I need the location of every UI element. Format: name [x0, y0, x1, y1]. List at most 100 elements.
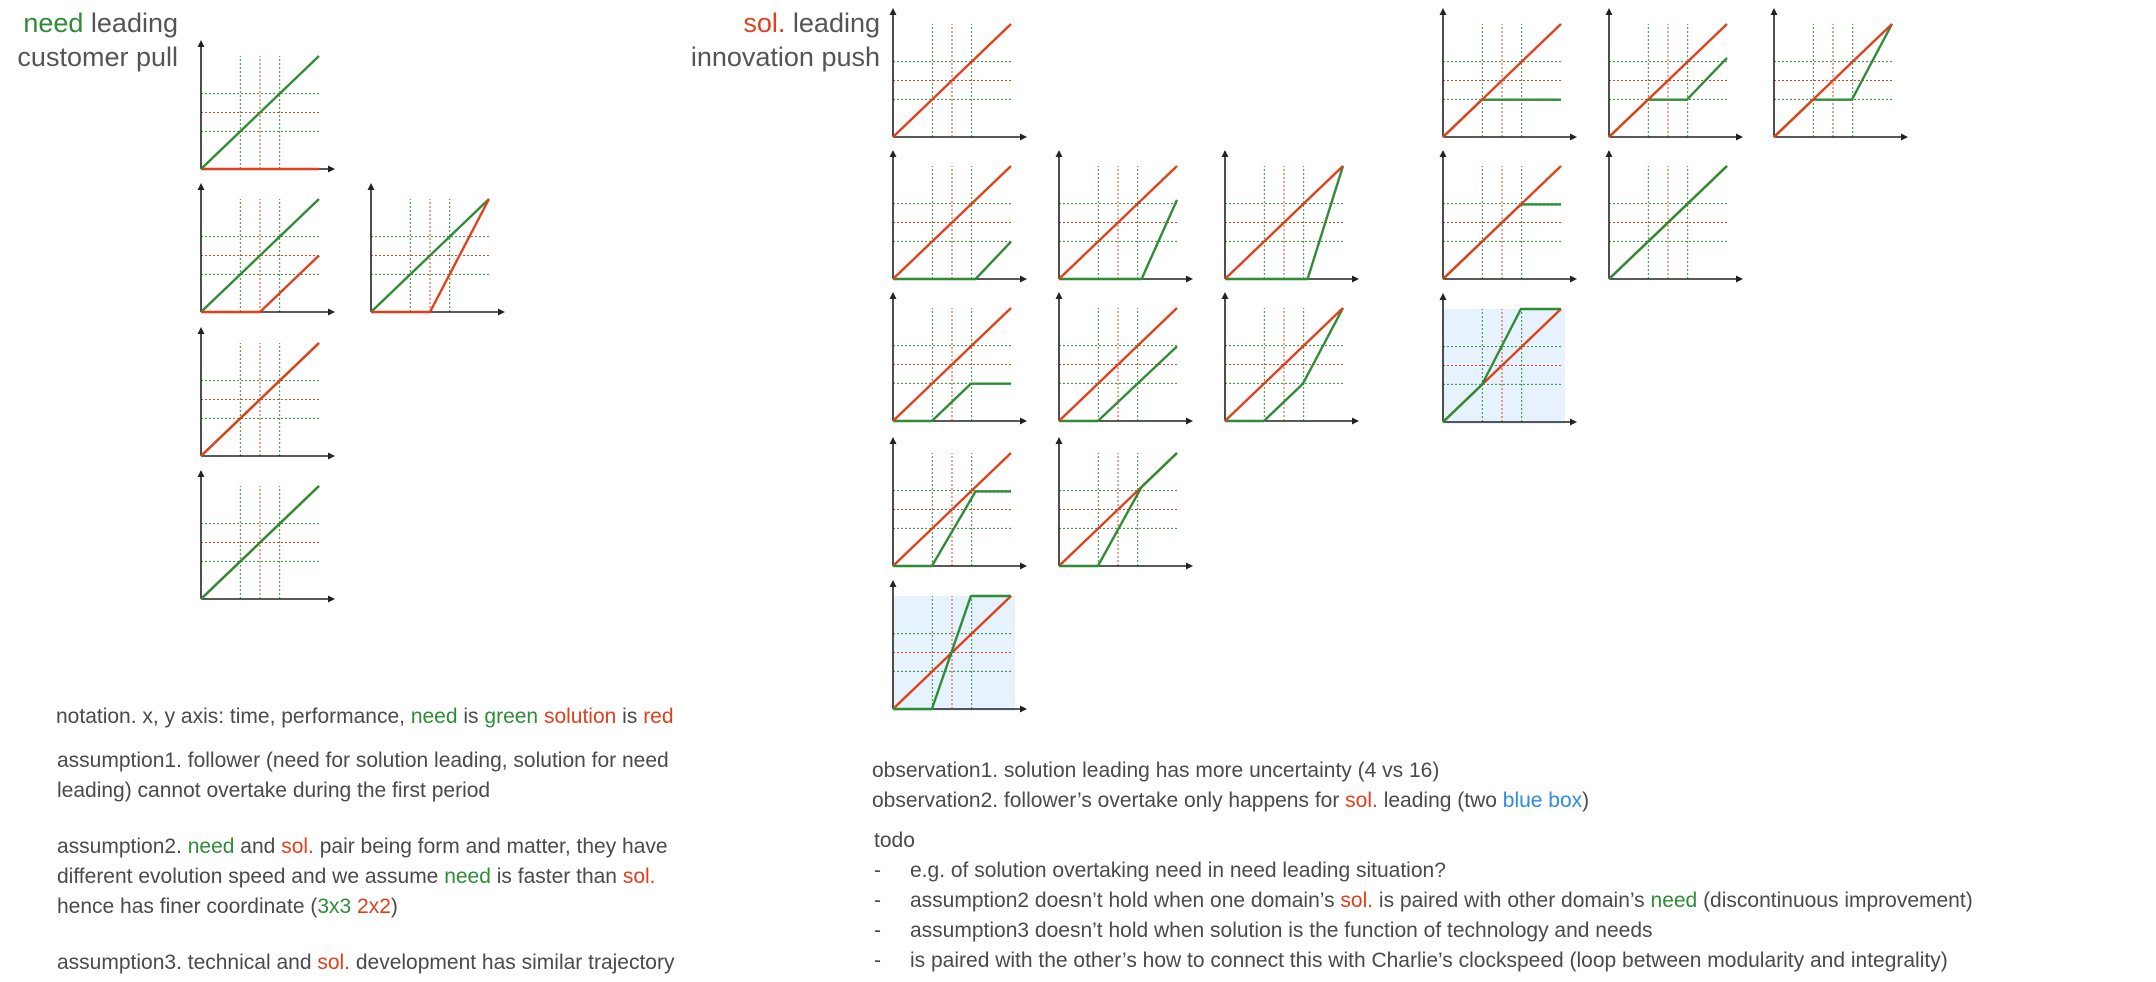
todo-item-3: assumption3 doesn’t hold when solution i… [874, 916, 1973, 946]
y-axis-arrow [197, 40, 205, 47]
need-b-panel-2 [1605, 8, 1743, 141]
notation-is: is [457, 705, 485, 728]
y-axis-arrow [889, 437, 897, 444]
assumption3-text: assumption3. technical and sol. developm… [57, 948, 674, 978]
x-axis-arrow [1186, 275, 1193, 283]
observation2-b: leading (two [1377, 789, 1503, 812]
x-axis-arrow [1570, 133, 1577, 141]
sol-panel-7 [1221, 292, 1359, 425]
assumption1-line1: assumption1. follower (need for solution… [57, 749, 669, 772]
notation-text: notation. x, y axis: time, performance, … [56, 702, 674, 732]
y-axis-arrow [1439, 8, 1447, 15]
sol-panel-3 [1055, 150, 1193, 283]
need-curve [1059, 345, 1178, 423]
y-axis-arrow [889, 580, 897, 587]
assumption2-b: and [234, 835, 282, 858]
assumption2-need-2: need [444, 865, 491, 888]
assumption1-text: assumption1. follower (need for solution… [57, 746, 669, 806]
solution-curve [1224, 165, 1344, 280]
need-curve [893, 594, 1011, 711]
observations-text: observation1. solution leading has more … [872, 756, 1589, 816]
need-panel-2 [197, 183, 335, 316]
assumption2-sol: sol. [281, 835, 314, 858]
sol-panel-8 [889, 437, 1027, 570]
solution-curve [892, 23, 1012, 138]
assumption2-f: hence has finer coordinate ( [57, 895, 318, 918]
x-axis-arrow [1570, 418, 1577, 426]
assumption2-grid-sol: 2x2 [357, 895, 391, 918]
notation-prefix: notation. x, y axis: time, performance, [56, 705, 411, 728]
todo-list: e.g. of solution overtaking need in need… [874, 856, 1973, 976]
y-axis-arrow [1770, 8, 1778, 15]
need-curve [200, 55, 320, 170]
todo-item2-sol: sol. [1340, 889, 1374, 912]
y-axis-arrow [889, 150, 897, 157]
need-curve [893, 240, 1012, 281]
y-axis-arrow [1605, 8, 1613, 15]
y-axis-arrow [197, 470, 205, 477]
todo-item2-b: is paired with other domain’s [1373, 889, 1651, 912]
highlight-box [893, 596, 1015, 711]
x-axis-arrow [328, 308, 335, 316]
assumption2-grid-need: 3x3 [317, 895, 352, 918]
x-axis-arrow [1020, 705, 1027, 713]
solution-curve [892, 307, 1012, 422]
need-curve [893, 382, 1011, 423]
x-axis-arrow [328, 452, 335, 460]
need-b-panel-4 [1439, 150, 1577, 283]
solution-curve [1773, 23, 1893, 138]
sol-panel-6 [1055, 292, 1193, 425]
todo-item2-need: need [1650, 889, 1698, 912]
x-axis-arrow [1020, 275, 1027, 283]
assumption3-sol: sol. [317, 951, 351, 974]
sol-panel-5 [889, 292, 1027, 425]
todo-item-4: is paired with the other’s how to connec… [874, 946, 1973, 976]
assumption2-text: assumption2. need and sol. pair being fo… [57, 832, 668, 922]
assumption2-need: need [187, 835, 235, 858]
need-b-panel-3 [1770, 8, 1908, 141]
x-axis-arrow [1020, 417, 1027, 425]
need-panel-1 [197, 40, 335, 173]
highlight-box [1443, 309, 1565, 424]
x-axis-arrow [328, 165, 335, 173]
need-curve [1059, 199, 1179, 281]
x-axis-arrow [498, 308, 505, 316]
need-curve [1225, 165, 1345, 281]
y-axis-arrow [1221, 150, 1229, 157]
observation1: observation1. solution leading has more … [872, 759, 1440, 782]
y-axis-arrow [1439, 150, 1447, 157]
notation-solution: solution [543, 705, 617, 728]
need-panel-4 [197, 327, 335, 460]
need-b-panel-1 [1439, 8, 1577, 141]
solution-curve [1442, 23, 1562, 138]
todo-title: todo [874, 829, 915, 852]
y-axis-arrow [1055, 437, 1063, 444]
x-axis-arrow [328, 595, 335, 603]
assumption2-c: pair being form and matter, they have [313, 835, 668, 858]
heading-need-leading: need leading customer pull [0, 6, 178, 74]
x-axis-arrow [1736, 275, 1743, 283]
assumption2-sol-2: sol. [622, 865, 656, 888]
todo-item-1: e.g. of solution overtaking need in need… [874, 856, 1973, 886]
observation2-c: ) [1582, 789, 1590, 812]
sol-panel-9 [1055, 437, 1193, 570]
y-axis-arrow [1221, 292, 1229, 299]
notation-red: red [643, 705, 674, 728]
need-curve [1442, 307, 1561, 423]
heading-sol-leading: sol. leading innovation push [640, 6, 880, 74]
x-axis-arrow [1020, 133, 1027, 141]
need-panel-5 [197, 470, 335, 603]
sol-panel-1 [889, 8, 1027, 141]
notation-green: green [484, 705, 539, 728]
need-curve [1608, 165, 1728, 280]
solution-curve [371, 198, 491, 314]
sol-panel-10 [889, 580, 1027, 713]
y-axis-arrow [1055, 292, 1063, 299]
y-axis-arrow [889, 8, 897, 15]
need-curve [370, 198, 490, 313]
solution-curve [892, 452, 1012, 567]
y-axis-arrow [367, 183, 375, 190]
solution-curve [1224, 307, 1344, 422]
todo-item-2: assumption2 doesn’t hold when one domain… [874, 886, 1973, 916]
assumption2-e: is faster than [490, 865, 623, 888]
